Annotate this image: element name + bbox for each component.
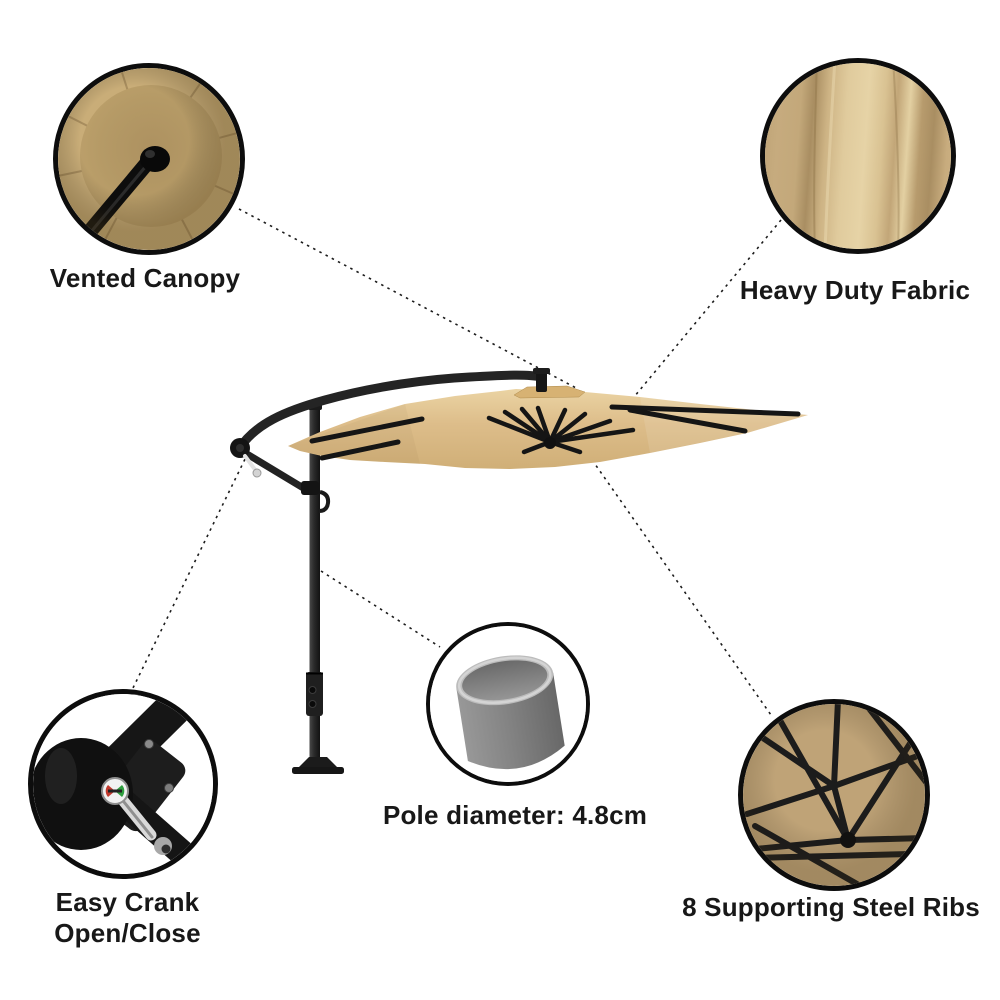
leader-line-vented-canopy: [238, 208, 579, 390]
screw: [144, 739, 154, 749]
crank-handle: [243, 454, 258, 473]
steel-ribs-label: 8 Supporting Steel Ribs: [682, 892, 980, 922]
pole-diameter-callout-circle: [426, 622, 590, 786]
vented-canopy-callout-circle: [53, 63, 245, 255]
arm-connector: [536, 371, 547, 392]
heavy-duty-fabric-callout-circle: [760, 58, 956, 254]
cantilever-arm: [234, 370, 546, 454]
leader-line-easy-crank: [131, 452, 249, 691]
pole-knob: [308, 686, 317, 694]
support-strut: [238, 447, 309, 493]
screw: [164, 783, 174, 793]
pole-knob: [308, 700, 317, 708]
pole-diameter-label: Pole diameter: 4.8cm: [382, 800, 648, 830]
crank-housing: [33, 738, 133, 850]
fabric-drape: [765, 63, 951, 249]
easy-crank-label: Easy Crank Open/Close: [25, 887, 230, 949]
vent-cap: [513, 385, 586, 399]
steel-ribs-callout-circle: [738, 699, 930, 891]
base-plate: [297, 757, 339, 769]
pole-cross-section: [456, 655, 565, 770]
easy-crank-callout-circle: [28, 689, 218, 879]
leader-line-heavy-duty-fabric: [633, 219, 782, 398]
pole-connector-sleeve: [306, 672, 323, 716]
easy-crank-label-line2: Open/Close: [54, 918, 201, 948]
rib-hub: [544, 437, 556, 449]
easy-crank-label-line1: Easy Crank: [55, 887, 200, 917]
tilt-handle: [318, 490, 331, 513]
vented-canopy-label: Vented Canopy: [49, 263, 241, 293]
heavy-duty-fabric-label: Heavy Duty Fabric: [739, 275, 971, 305]
umbrella-pole: [292, 401, 344, 774]
pole-clamp: [301, 481, 319, 495]
leader-line-pole-diameter: [320, 570, 441, 648]
leader-line-steel-ribs: [575, 436, 772, 716]
